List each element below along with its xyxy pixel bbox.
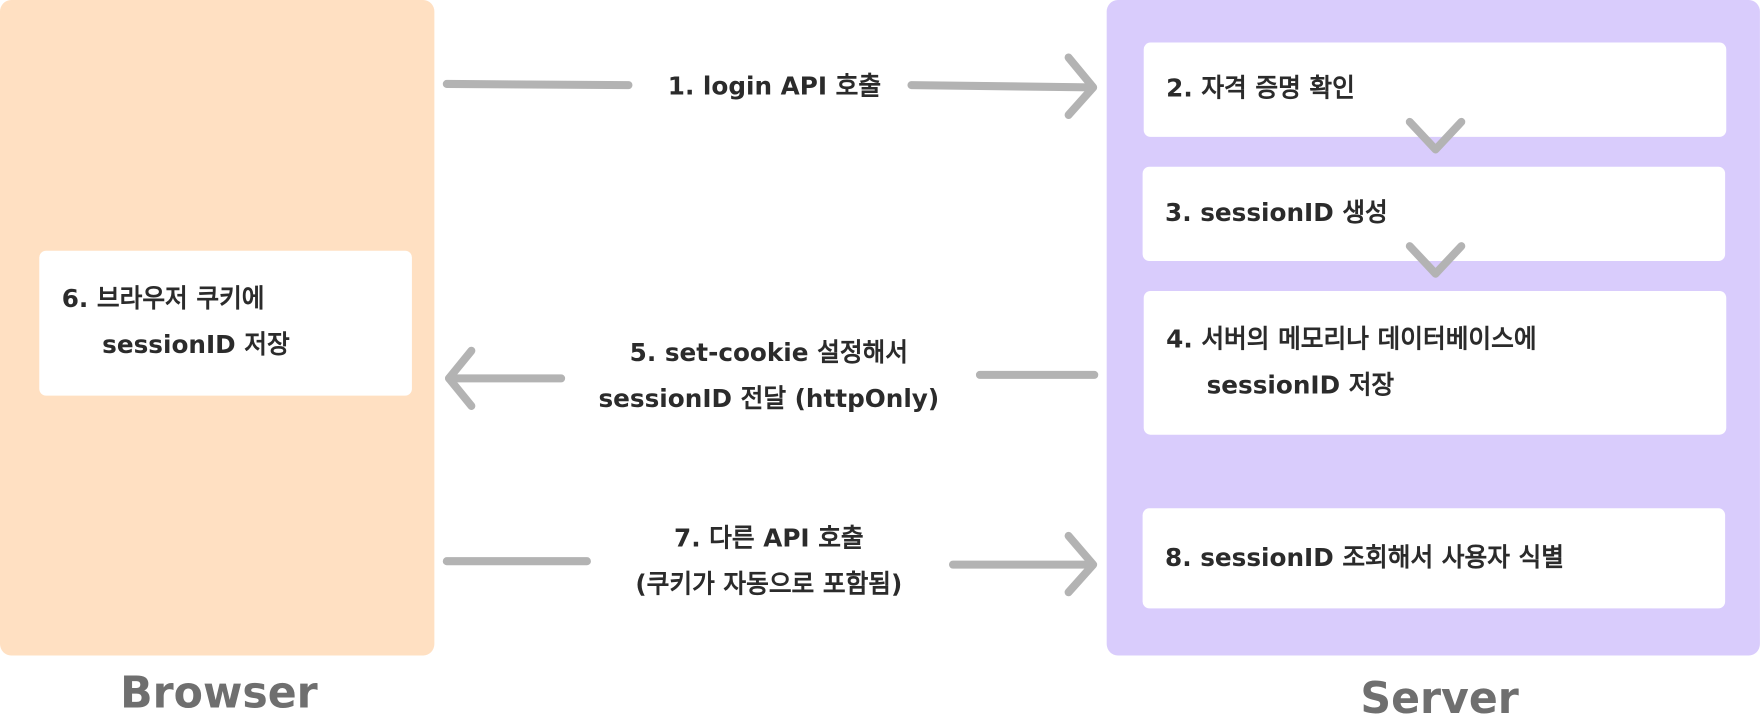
chevron-down-icon xyxy=(1405,117,1466,154)
arrow-7-head xyxy=(1064,531,1098,597)
arrow-5-label: 5. set-cookie 설정해서 sessionID 전달 (httpOnly… xyxy=(561,331,976,423)
server-step-4: 4. 서버의 메모리나 데이터베이스에 sessionID 저장 xyxy=(1143,290,1727,435)
chevron-down-icon xyxy=(1405,242,1466,278)
label-text: (쿠키가 자동으로 포함됨) xyxy=(635,570,903,600)
arrow-5-line xyxy=(445,370,1099,383)
step-text: 8. sessionID 조회해서 사용자 식별 xyxy=(1165,543,1564,573)
step-text: sessionID 저장 xyxy=(1206,370,1395,400)
arrow-1-head xyxy=(1064,53,1098,120)
label-text: 7. 다른 API 호출 xyxy=(674,524,864,554)
label-text: sessionID 전달 (httpOnly) xyxy=(598,385,940,414)
server-step-8: 8. sessionID 조회해서 사용자 식별 xyxy=(1142,508,1726,609)
label-text: 1. login API 호출 xyxy=(667,72,882,102)
server-step-2: 2. 자격 증명 확인 xyxy=(1143,42,1727,137)
arrow-1-line xyxy=(442,79,1095,92)
server-title: Server xyxy=(1360,672,1519,723)
step-text: 3. sessionID 생성 xyxy=(1165,198,1388,228)
step-text: sessionID 저장 xyxy=(102,331,290,360)
arrow-5-head xyxy=(445,346,476,410)
step-text: 4. 서버의 메모리나 데이터베이스에 xyxy=(1166,324,1537,354)
browser-title: Browser xyxy=(120,667,318,718)
arrow-1-label: 1. login API 호출 xyxy=(629,64,921,110)
arrow-7-line xyxy=(442,557,1095,569)
step-text: 6. 브라우저 쿠키에 xyxy=(61,285,265,314)
arrow-7-label: 7. 다른 API 호출 (쿠키가 자동으로 포함됨) xyxy=(584,516,954,608)
label-text: 5. set-cookie 설정해서 xyxy=(629,339,909,368)
browser-step-6: 6. 브라우저 쿠키에 sessionID 저장 xyxy=(39,250,412,396)
server-step-3: 3. sessionID 생성 xyxy=(1142,166,1726,262)
step-text: 2. 자격 증명 확인 xyxy=(1166,74,1355,104)
